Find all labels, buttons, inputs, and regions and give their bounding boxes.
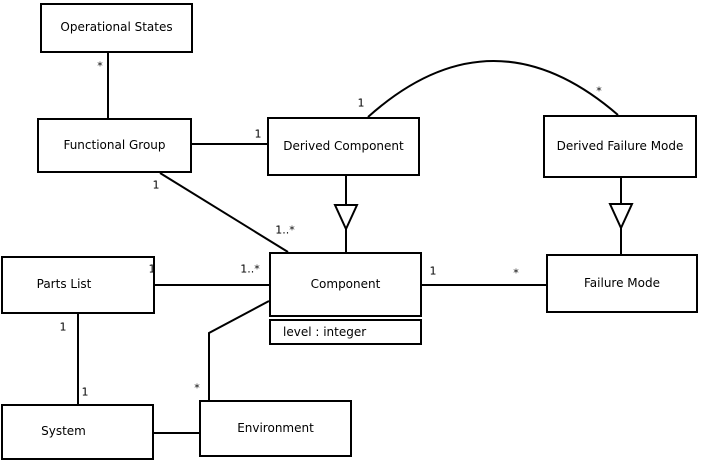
multiplicity-derived-component-end: 1 bbox=[254, 127, 262, 141]
class-label: Environment bbox=[237, 420, 314, 435]
class-system[interactable]: System bbox=[1, 404, 154, 460]
multiplicity-component-end-from-parts-list: 1..* bbox=[240, 262, 260, 276]
class-failure-mode[interactable]: Failure Mode bbox=[546, 254, 698, 313]
multiplicity-arc-derived-failure-mode-end: * bbox=[596, 84, 602, 98]
multiplicity-operational-states-end: * bbox=[97, 59, 103, 73]
multiplicity-component-end-from-functional-group: 1..* bbox=[275, 223, 295, 237]
class-label: System bbox=[41, 424, 86, 439]
class-label: Derived Failure Mode bbox=[556, 138, 684, 153]
class-derived-component[interactable]: Derived Component bbox=[267, 117, 420, 176]
class-label: Functional Group bbox=[63, 137, 166, 152]
multiplicity-system-end: 1 bbox=[81, 385, 89, 399]
multiplicity-functional-group-end: 1 bbox=[152, 178, 160, 192]
class-environment[interactable]: Environment bbox=[199, 400, 352, 457]
multiplicity-component-end-to-failure-mode: 1 bbox=[429, 264, 437, 278]
class-label: Component bbox=[310, 276, 381, 291]
class-component[interactable]: Component bbox=[269, 252, 422, 317]
attribute-label: level : integer bbox=[283, 325, 367, 339]
generalization-arrow-failure-mode bbox=[608, 203, 634, 231]
class-functional-group[interactable]: Functional Group bbox=[37, 118, 192, 173]
association-component-environment bbox=[208, 300, 270, 400]
generalization-arrow-component bbox=[333, 204, 359, 232]
class-component-attributes[interactable]: level : integer bbox=[269, 319, 422, 345]
class-label: Failure Mode bbox=[584, 275, 660, 290]
association-arc-derived-component-derived-failure-mode bbox=[367, 60, 619, 118]
multiplicity-environment-end: * bbox=[194, 381, 200, 395]
multiplicity-failure-mode-end: * bbox=[513, 266, 519, 280]
class-label: Parts List bbox=[36, 277, 92, 292]
association-functional-group-component bbox=[159, 172, 289, 253]
multiplicity-arc-derived-component-end: 1 bbox=[357, 96, 365, 110]
class-operational-states[interactable]: Operational States bbox=[40, 3, 193, 53]
class-derived-failure-mode[interactable]: Derived Failure Mode bbox=[543, 115, 697, 178]
class-label: Derived Component bbox=[283, 138, 404, 153]
class-label: Operational States bbox=[60, 20, 173, 35]
class-parts-list[interactable]: Parts List bbox=[1, 256, 155, 314]
multiplicity-parts-list-end-to-system: 1 bbox=[59, 320, 67, 334]
multiplicity-parts-list-end: 1 bbox=[148, 262, 156, 276]
